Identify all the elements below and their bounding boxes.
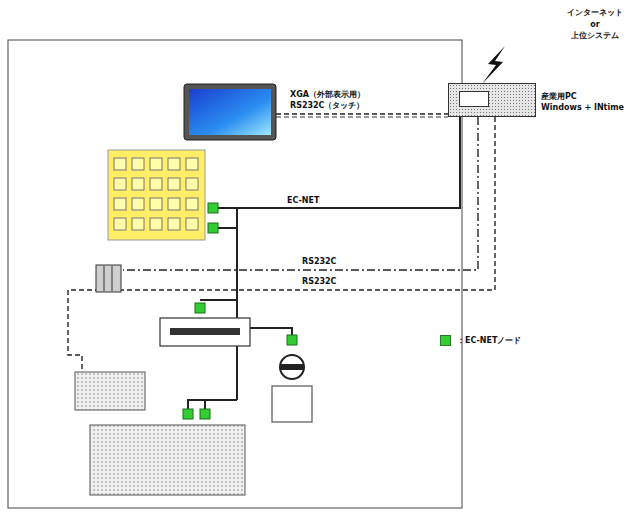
signal-name: XGA（外部表示用） — [290, 90, 365, 99]
rs232c-cable — [68, 117, 495, 372]
card-slot — [170, 328, 240, 335]
key — [186, 218, 198, 230]
small-device — [96, 265, 121, 292]
industrial-pc: 産業用PCWindows + INtime — [448, 83, 536, 117]
network-label: 上位システム — [571, 31, 619, 40]
ec-net-node — [208, 223, 218, 233]
wires — [68, 114, 495, 410]
key — [186, 178, 198, 190]
key — [132, 178, 144, 190]
legend-entry: ：EC-NETノード — [440, 335, 521, 346]
keypad-keys — [114, 158, 198, 230]
bus-name: EC-NET — [287, 196, 319, 205]
monitor — [184, 84, 276, 140]
ec-net-node — [287, 335, 297, 345]
ec-net-node — [200, 409, 210, 419]
key — [168, 218, 180, 230]
signal-name: RS232C（タッチ） — [290, 101, 365, 110]
key — [132, 218, 144, 230]
wireless-symbol — [482, 46, 505, 84]
keypad — [108, 150, 205, 240]
coin-symbol — [280, 355, 304, 379]
key — [168, 158, 180, 170]
key — [186, 158, 198, 170]
legend-text: ：EC-NETノード — [457, 335, 521, 346]
network-label: インターネット — [567, 8, 623, 17]
rs232c-touch-cable — [276, 116, 448, 117]
key — [114, 158, 126, 170]
device-spec: Windows + INtime — [541, 103, 624, 112]
legend-swatch — [440, 335, 451, 346]
enclosure — [8, 40, 462, 508]
key — [150, 218, 162, 230]
key — [114, 218, 126, 230]
ec-net-nodes — [183, 203, 297, 419]
signal-name: RS232C — [302, 277, 337, 286]
key — [168, 178, 180, 190]
key — [114, 198, 126, 210]
key — [114, 178, 126, 190]
coin-slot — [281, 364, 303, 370]
ec-net-node — [208, 203, 218, 213]
coin-box — [272, 386, 312, 422]
printer — [75, 372, 145, 410]
small-device-detail — [104, 266, 112, 291]
key — [132, 198, 144, 210]
dispenser-unit — [90, 425, 245, 495]
key — [150, 198, 162, 210]
key — [150, 158, 162, 170]
xga-cable — [276, 113, 448, 114]
ec-net-node — [183, 409, 193, 419]
monitor-screen — [189, 89, 271, 135]
key — [132, 158, 144, 170]
signal-name: RS232C — [302, 257, 337, 266]
key — [168, 198, 180, 210]
pc-panel — [459, 91, 489, 107]
device-name: 産業用PC — [541, 91, 577, 102]
key — [186, 198, 198, 210]
network-label: or — [590, 20, 599, 29]
key — [150, 178, 162, 190]
card-unit — [160, 318, 250, 346]
ec-net-node — [195, 303, 205, 313]
